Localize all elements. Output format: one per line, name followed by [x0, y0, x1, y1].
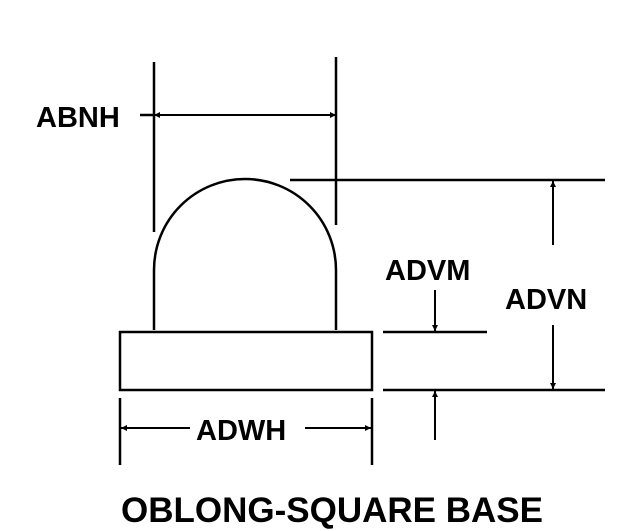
base-rectangle — [118, 330, 374, 392]
advn-label: ADVN — [505, 284, 587, 316]
diagram-title: OBLONG-SQUARE BASE — [121, 491, 543, 530]
adwh-label: ADWH — [196, 415, 286, 447]
dome-outline — [152, 177, 338, 330]
advm-label: ADVM — [385, 255, 470, 287]
abnh-label: ABNH — [36, 102, 120, 134]
